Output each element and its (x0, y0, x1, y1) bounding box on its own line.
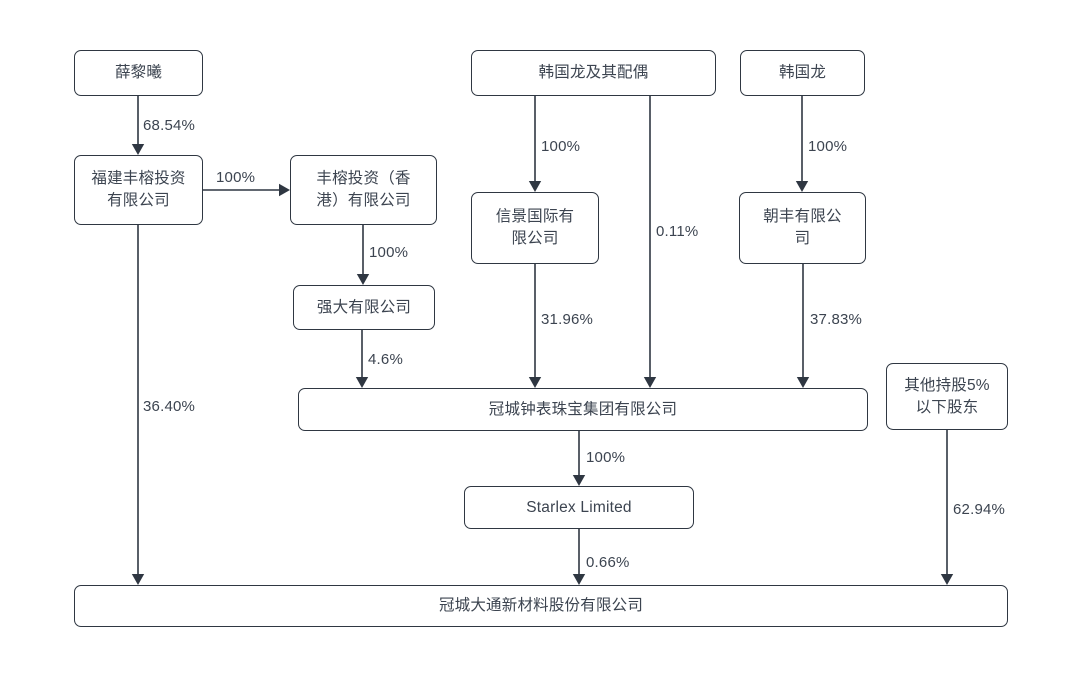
edge-label-e3: 100% (369, 244, 409, 261)
edge-label-e12: 0.66% (586, 554, 630, 571)
node-hk[interactable]: 丰榕投资（香 港）有限公司 (290, 155, 437, 225)
node-label-hk: 丰榕投资（香 港）有限公司 (316, 170, 411, 209)
node-label-others: 其他持股5% 以下股东 (904, 376, 990, 416)
node-han[interactable]: 韩国龙 (740, 50, 865, 96)
edge-arrowhead-e5 (131, 574, 145, 585)
node-chaofeng[interactable]: 朝丰有限公 司 (739, 192, 866, 264)
edge-arrowhead-e6 (528, 181, 542, 192)
edge-arrowhead-e7 (528, 377, 542, 388)
edge-label-e5: 36.40% (143, 398, 196, 415)
edge-arrowhead-e10 (796, 377, 810, 388)
node-xue[interactable]: 薛黎曦 (74, 50, 203, 96)
edge-arrowhead-e12 (572, 574, 586, 585)
edge-label-e2: 100% (216, 169, 256, 186)
node-label-listco: 冠城大通新材料股份有限公司 (438, 597, 644, 614)
node-label-xinjing: 信景国际有 限公司 (495, 208, 575, 247)
edge-arrowhead-e4 (355, 377, 369, 388)
edge-label-e11: 100% (586, 449, 626, 466)
node-others[interactable]: 其他持股5% 以下股东 (886, 363, 1008, 430)
node-fujian[interactable]: 福建丰榕投资 有限公司 (74, 155, 203, 225)
edge-label-e4: 4.6% (368, 351, 403, 368)
node-qiangda[interactable]: 强大有限公司 (293, 285, 435, 330)
node-hanspouse[interactable]: 韩国龙及其配偶 (471, 50, 716, 96)
edge-arrowhead-e9 (795, 181, 809, 192)
node-group[interactable]: 冠城钟表珠宝集团有限公司 (298, 388, 868, 431)
node-xinjing[interactable]: 信景国际有 限公司 (471, 192, 599, 264)
node-label-hanspouse: 韩国龙及其配偶 (538, 64, 649, 81)
edge-label-e8: 0.11% (656, 223, 699, 240)
edge-label-e7: 31.96% (541, 311, 594, 328)
node-starlex[interactable]: Starlex Limited (464, 486, 694, 529)
node-label-fujian: 福建丰榕投资 有限公司 (91, 170, 186, 209)
edge-arrowhead-e8 (643, 377, 657, 388)
node-label-starlex: Starlex Limited (526, 498, 632, 516)
edge-arrowhead-e13 (940, 574, 954, 585)
edge-label-e9: 100% (808, 138, 848, 155)
edge-label-e6: 100% (541, 138, 581, 155)
edge-arrowhead-e1 (131, 144, 145, 155)
edge-label-e10: 37.83% (810, 311, 863, 328)
edge-arrowhead-e3 (356, 274, 370, 285)
edge-label-e1: 68.54% (143, 117, 196, 134)
node-label-xue: 薛黎曦 (114, 64, 163, 81)
edge-label-e13: 62.94% (953, 501, 1006, 518)
node-label-group: 冠城钟表珠宝集团有限公司 (488, 400, 678, 418)
node-label-han: 韩国龙 (778, 64, 827, 81)
node-listco[interactable]: 冠城大通新材料股份有限公司 (74, 585, 1008, 627)
node-label-qiangda: 强大有限公司 (316, 298, 412, 316)
edge-arrowhead-e11 (572, 475, 586, 486)
node-label-chaofeng: 朝丰有限公 司 (763, 208, 842, 247)
edge-arrowhead-e2 (279, 183, 290, 197)
